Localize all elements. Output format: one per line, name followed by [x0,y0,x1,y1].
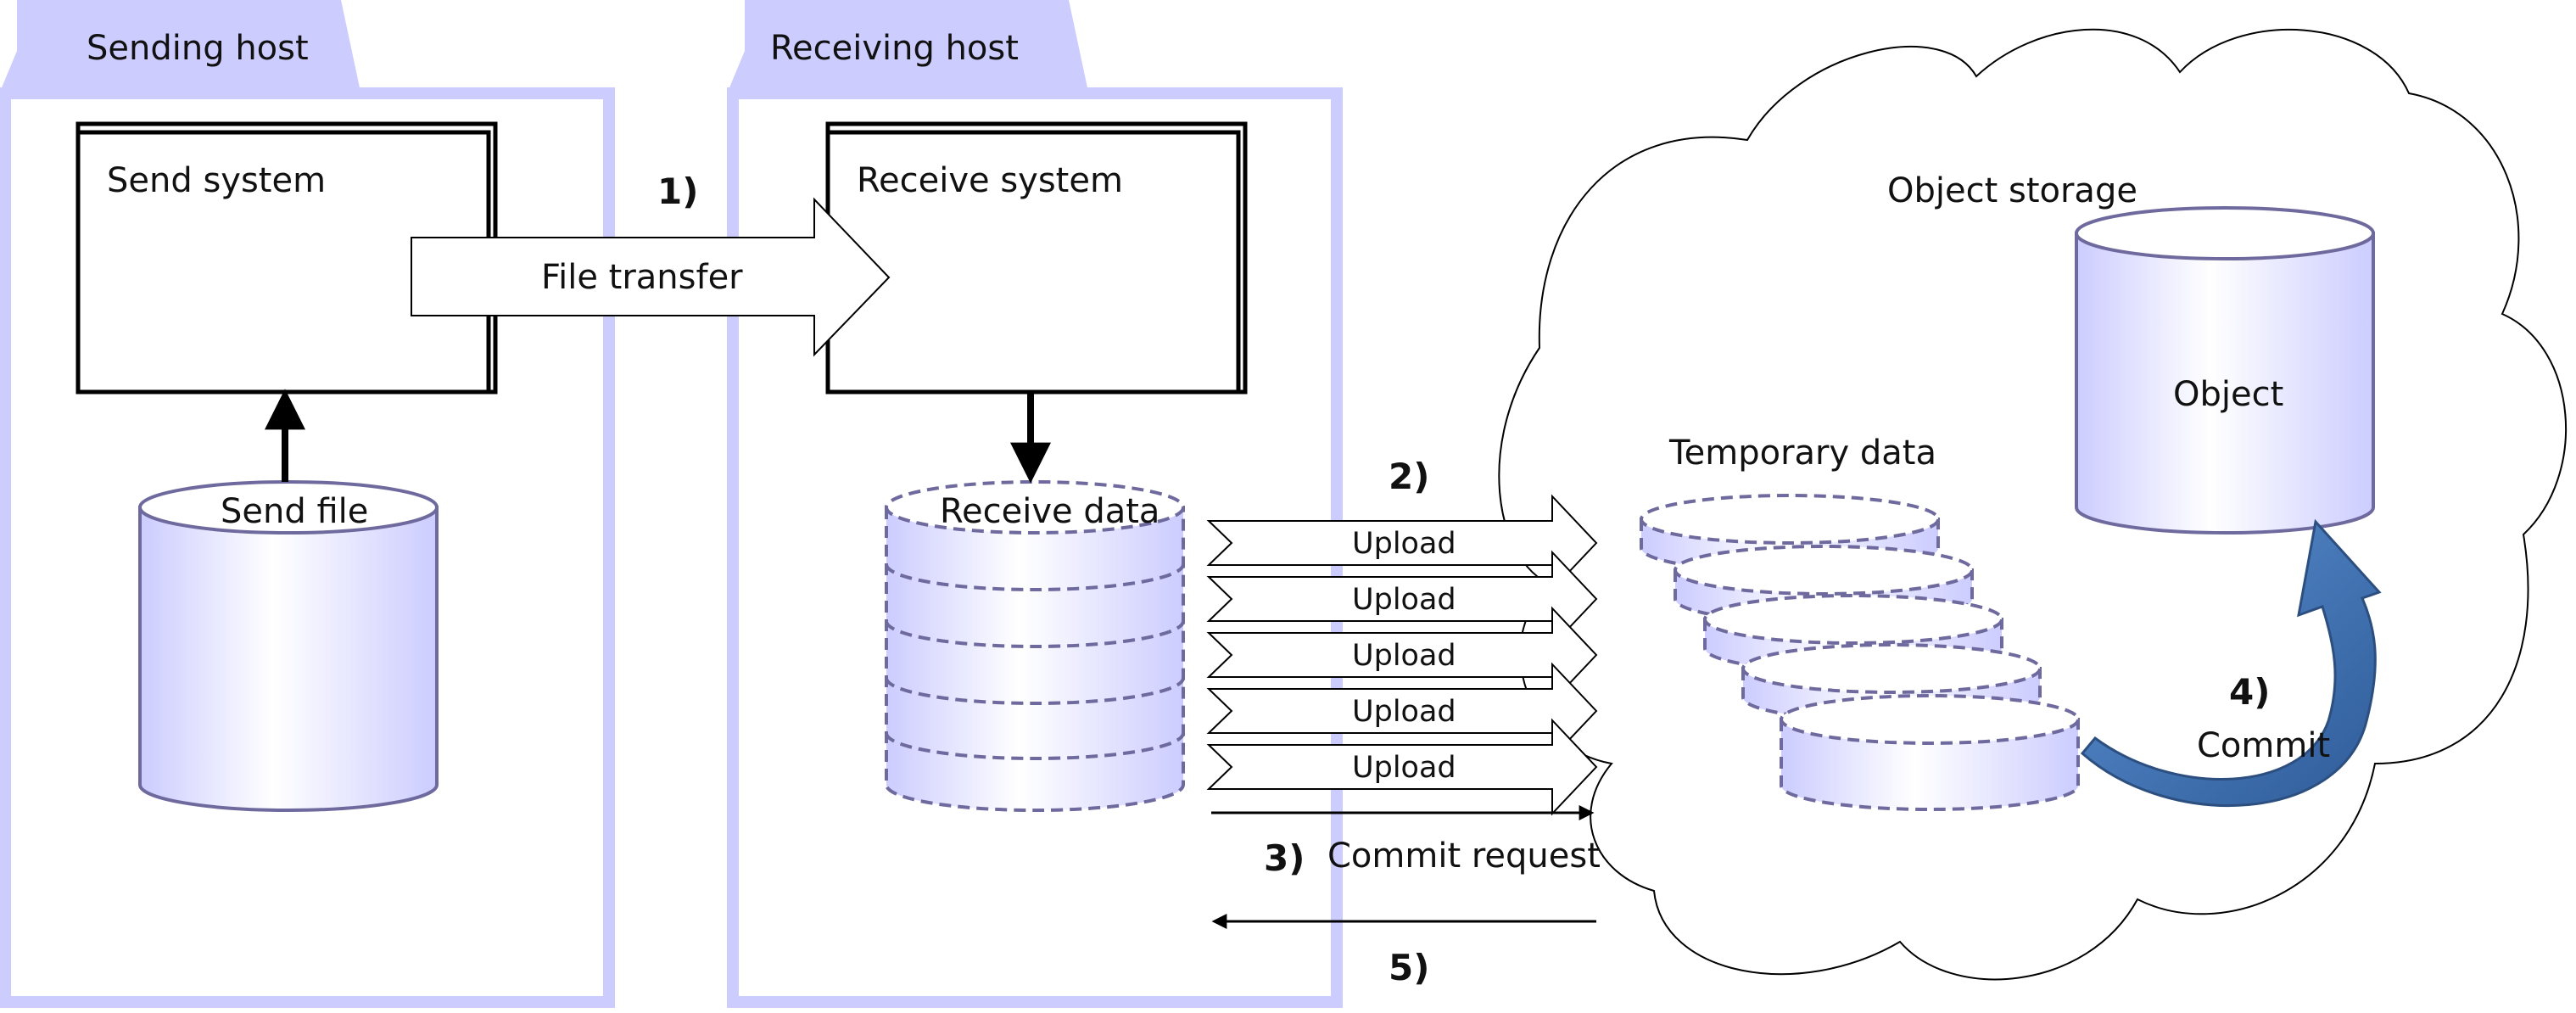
sending-host-border [0,87,615,1008]
upload-label-1: Upload [1352,527,1456,561]
commit-label: Commit [2197,726,2330,765]
temporary-disk-5 [1780,694,2080,811]
upload-arrows: Upload Upload Upload Upload Upload 2) [1206,456,1598,816]
step-1-number: 1) [657,171,698,212]
file-transfer-block-arrow [411,197,891,357]
step-2-number: 2) [1389,456,1429,497]
receive-data-top [885,480,1185,534]
send-file-body [138,506,439,812]
commit-request-label: Commit request [1327,837,1601,876]
temporary-data-stack: Temporary data [1640,434,2080,811]
upload-label-3: Upload [1352,639,1456,673]
receive-data-seam-2 [885,620,1185,648]
object-storage-label: Object storage [1887,171,2137,210]
sending-host-frame: Sending host [0,0,615,1008]
object-top [2075,206,2375,260]
receiving-host-frame: Receiving host [727,0,1343,1008]
receive-data-seam-1 [885,563,1185,591]
send-file-label: Send file [221,492,368,531]
receive-data-seam-4 [885,732,1185,760]
sending-host-label: Sending host [87,29,309,68]
object-label: Object [2173,375,2283,414]
send-file-cylinder: Send file [138,480,439,812]
object-cylinder: Object [2075,206,2375,534]
receive-data-seam-3 [885,677,1185,705]
commit-request-arrow: 3) Commit request [1211,805,1601,879]
upload-arrow-5: Upload [1206,718,1598,816]
upload-label-5: Upload [1352,751,1456,785]
receiving-host-tab [728,0,1088,92]
step-4-number: 4) [2229,671,2270,713]
commit-arrow: 4) Commit [2080,518,2382,807]
step-3-number: 3) [1264,837,1305,879]
temporary-data-label: Temporary data [1668,434,1936,473]
file-transfer-label: File transfer [541,258,743,297]
object-storage-cloud: Object storage [1498,28,2567,981]
send-system-box: Send system [75,121,498,395]
receive-data-label: Receive data [940,492,1159,531]
object-body [2075,232,2375,534]
receive-data-body [885,506,1185,812]
commit-curved-arrow [2080,518,2382,807]
file-transfer-arrow: File transfer 1) [411,171,891,357]
receive-data-cylinder: Receive data [885,480,1185,812]
receiving-host-label: Receiving host [770,29,1019,68]
response-arrow: 5) [1211,914,1596,988]
step-5-number: 5) [1389,947,1429,988]
upload-arrow-4: Upload [1206,662,1598,760]
receive-system-label: Receive system [857,161,1123,200]
upload-label-2: Upload [1352,583,1456,617]
receive-system-box: Receive system [825,121,1248,395]
send-system-label: Send system [107,161,326,200]
sending-host-tab [0,0,360,92]
upload-label-4: Upload [1352,695,1456,729]
